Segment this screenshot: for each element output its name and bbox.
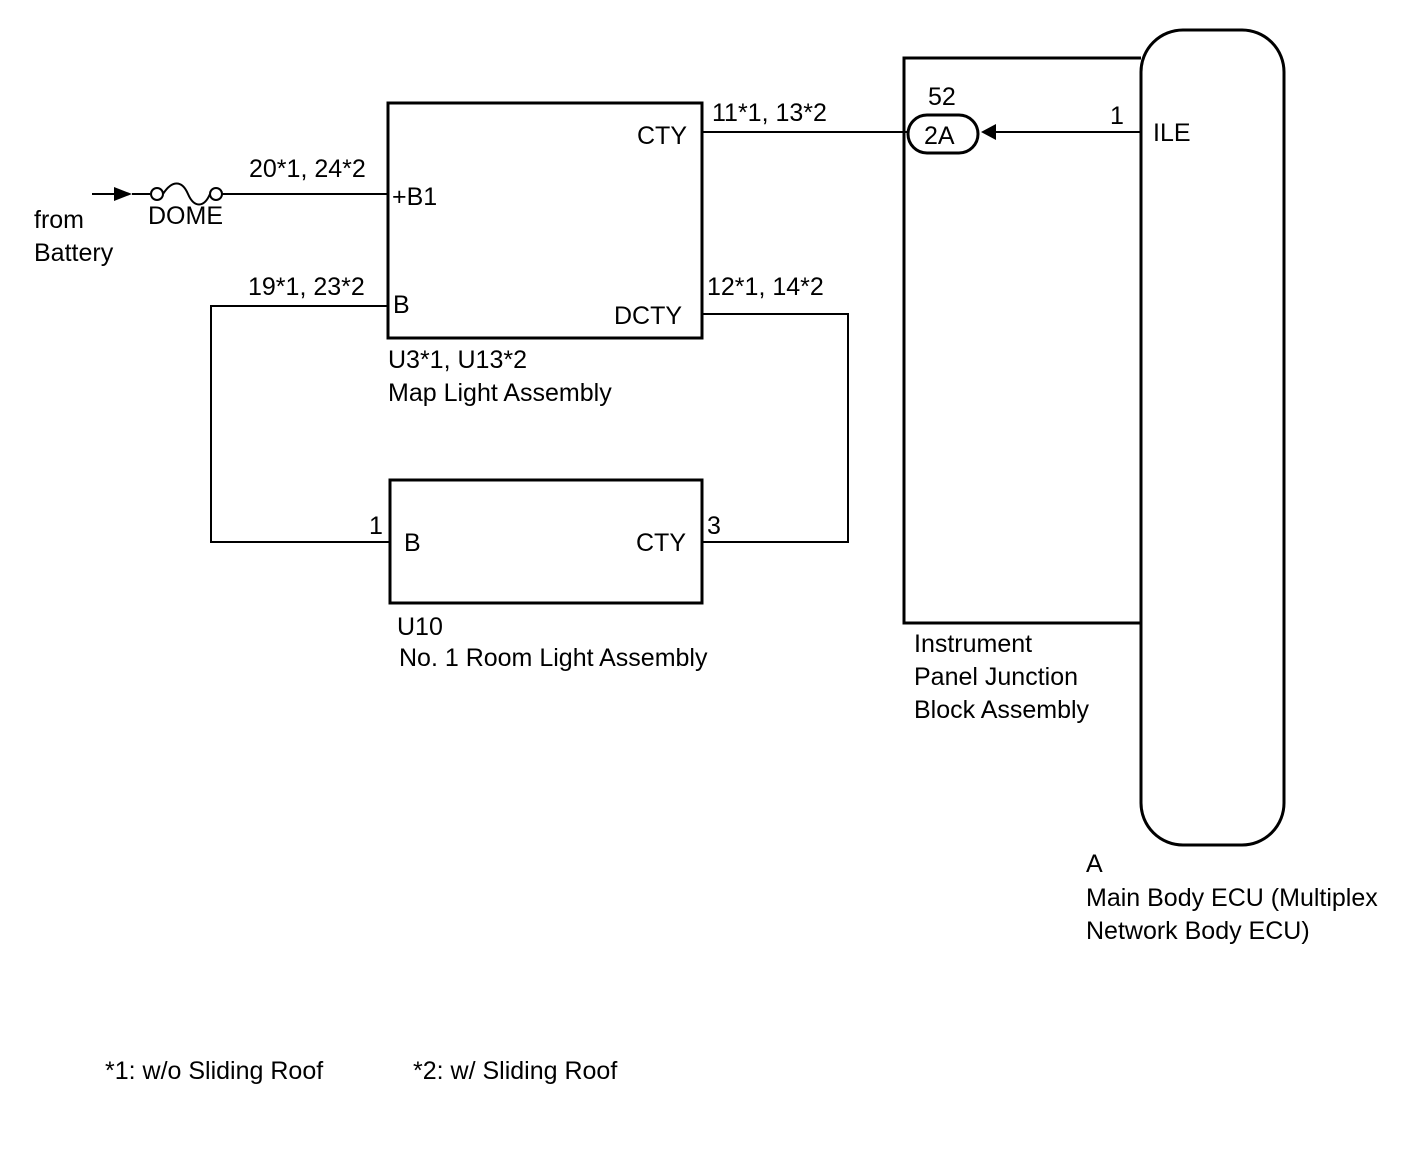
map-light-pin-dcty: DCTY — [614, 302, 682, 330]
map-light-name: Map Light Assembly — [388, 379, 612, 407]
map-light-pin-cty: CTY — [637, 122, 687, 150]
room-light-name: No. 1 Room Light Assembly — [399, 644, 708, 672]
wire-label-dcty-room: 12*1, 14*2 — [707, 273, 824, 301]
fuse-label: DOME — [148, 202, 223, 230]
source-label-line1: from — [34, 206, 84, 234]
ecu-label-line2: Network Body ECU) — [1086, 917, 1310, 945]
battery-feed — [92, 187, 150, 201]
map-light-pin-b: B — [393, 291, 410, 319]
fuse-element-icon — [162, 182, 211, 206]
wire-label-b-room: 19*1, 23*2 — [248, 273, 365, 301]
ecu-label-line1: Main Body ECU (Multiplex — [1086, 884, 1378, 912]
room-light-pin-b: B — [404, 529, 421, 557]
wire-dcty-to-room-cty — [702, 313, 849, 543]
room-light-pin-num-b: 1 — [369, 512, 383, 540]
note-w-o-sliding-roof: *1: w/o Sliding Roof — [105, 1057, 323, 1085]
junction-block-box — [902, 56, 1141, 625]
map-light-pin-b1: +B1 — [392, 183, 437, 211]
fuse-terminal-right — [209, 187, 223, 201]
map-light-code: U3*1, U13*2 — [388, 346, 527, 374]
room-light-assembly-box — [388, 478, 704, 605]
map-light-assembly-box — [386, 101, 704, 340]
junction-connector-pin: 52 — [928, 83, 956, 111]
connector-arrow-icon — [981, 124, 996, 140]
wire-label-battery-b1: 20*1, 24*2 — [249, 155, 366, 183]
note-w-sliding-roof: *2: w/ Sliding Roof — [413, 1057, 617, 1085]
source-label-line2: Battery — [34, 239, 114, 267]
fuse-terminal-left — [150, 187, 164, 201]
wire-label-cty-junction: 11*1, 13*2 — [712, 99, 827, 127]
ecu-pin-ile: ILE — [1153, 119, 1191, 147]
junction-block-label-line3: Block Assembly — [914, 696, 1090, 724]
ecu-code: A — [1086, 850, 1103, 878]
dome-fuse — [150, 182, 223, 206]
junction-block-label-line1: Instrument — [914, 630, 1032, 658]
room-light-pin-cty: CTY — [636, 529, 686, 557]
junction-connector-id: 2A — [924, 122, 955, 150]
room-light-pin-num-cty: 3 — [707, 512, 721, 540]
battery-arrow-icon — [114, 187, 132, 201]
junction-block-label-line2: Panel Junction — [914, 663, 1078, 691]
junction-connector-oval — [906, 113, 980, 155]
room-light-code: U10 — [397, 613, 443, 641]
main-body-ecu-box — [1139, 28, 1286, 847]
ecu-pin-num: 1 — [1110, 102, 1124, 130]
wire-b-to-room-b — [210, 305, 390, 543]
